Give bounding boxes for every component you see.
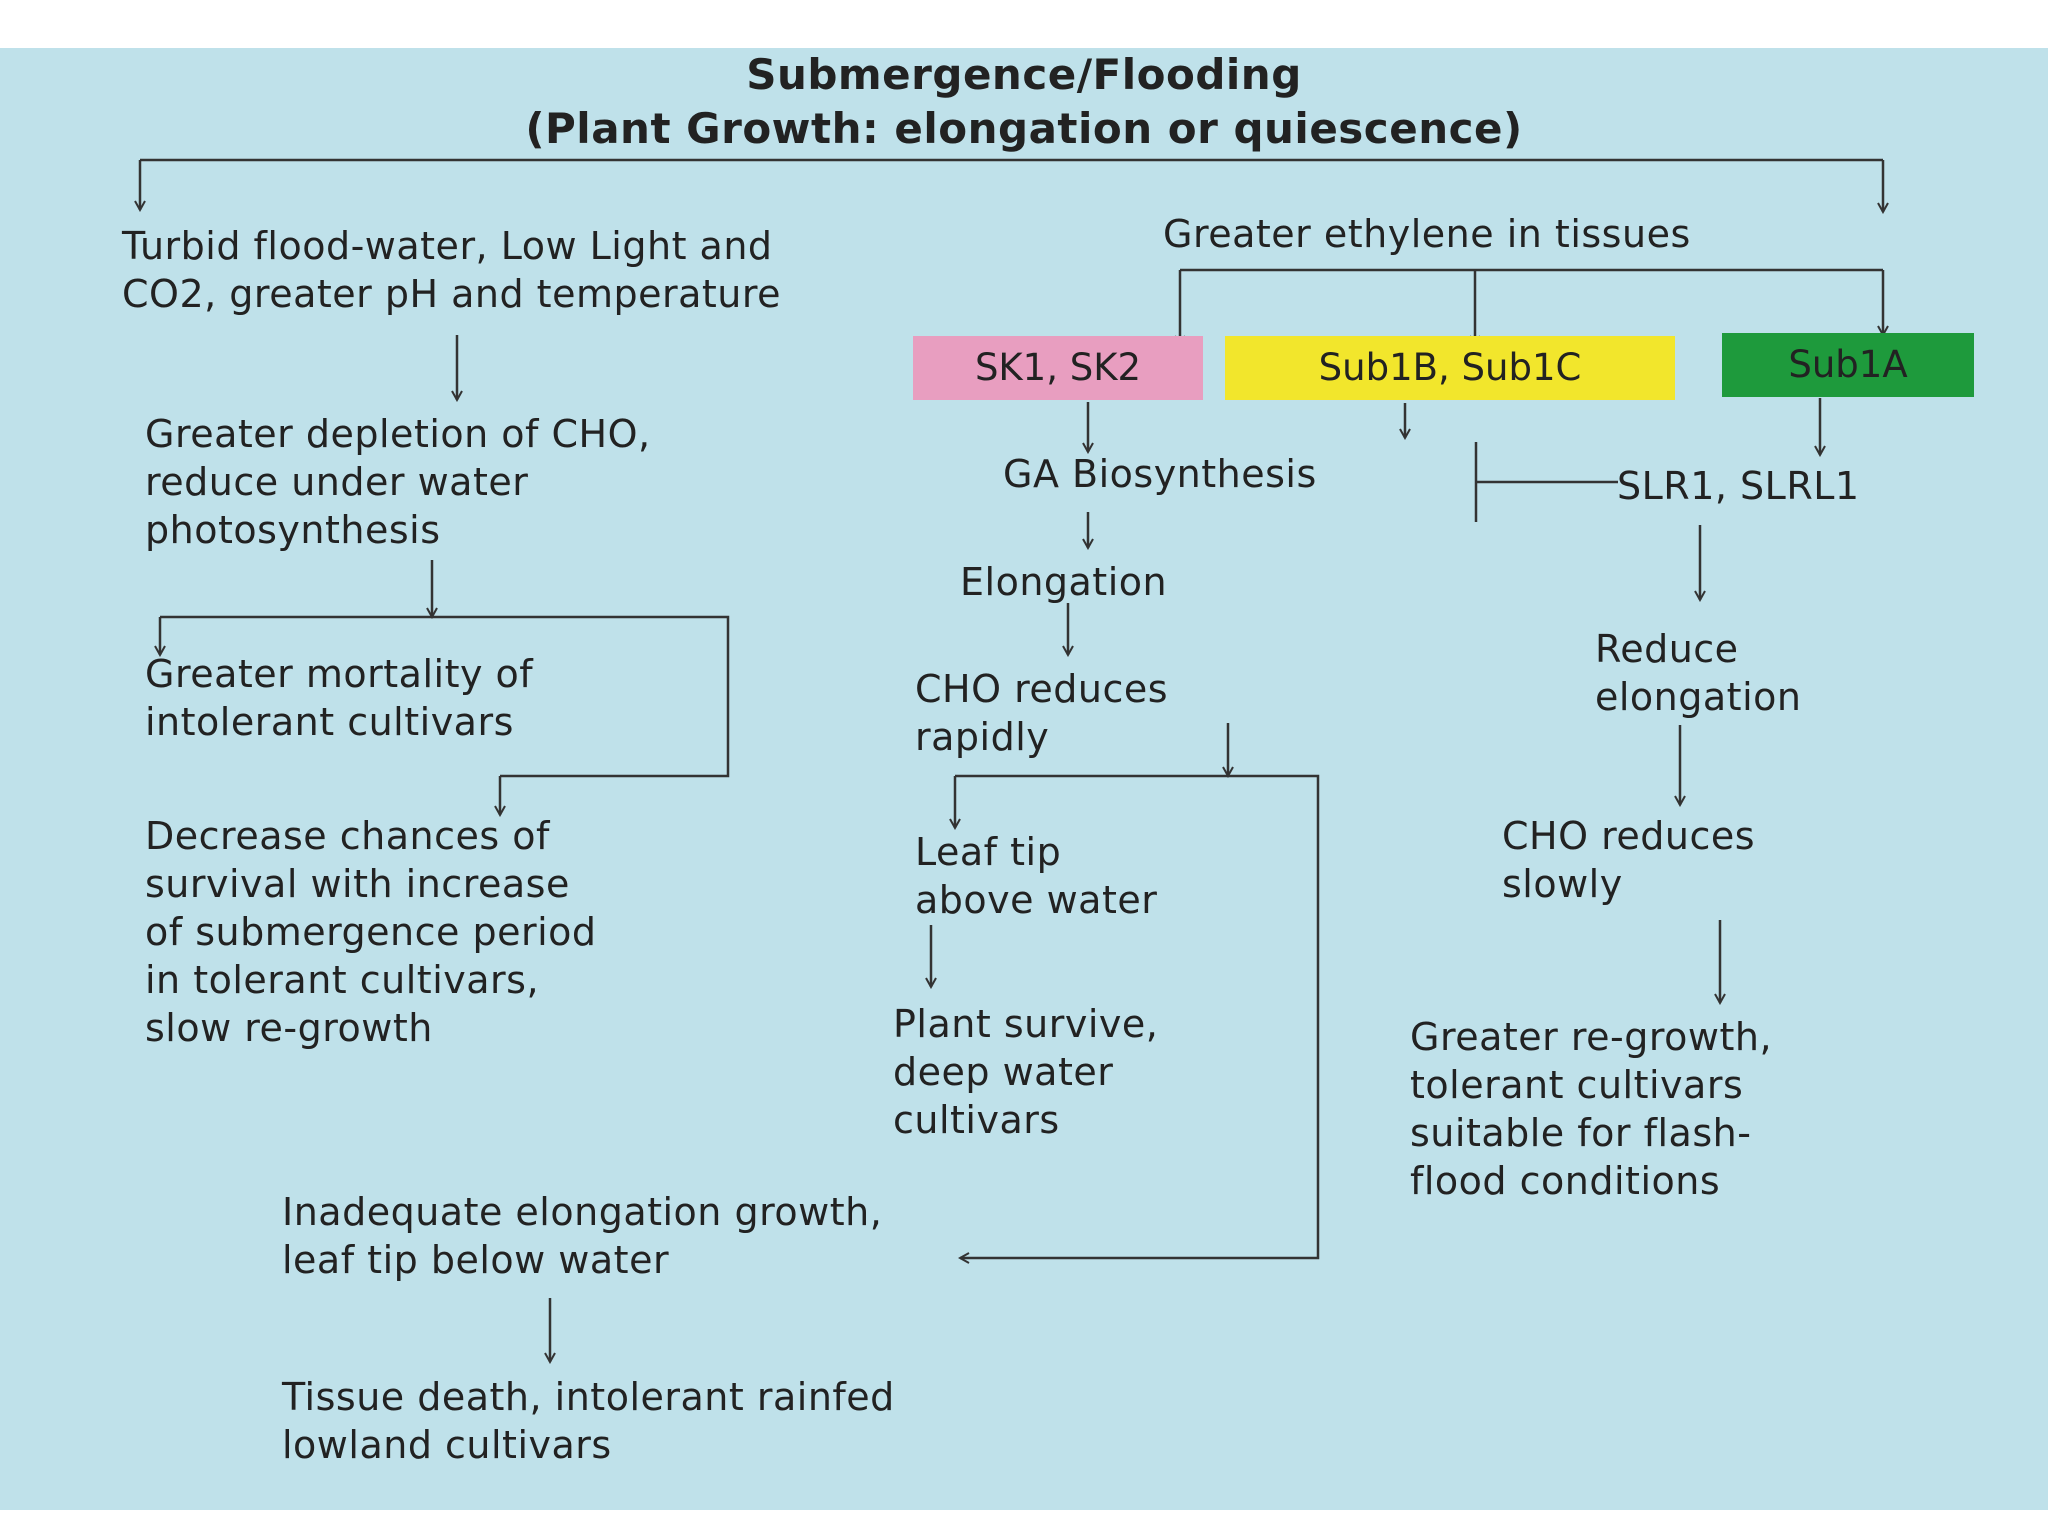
reduce-elongation-text: Reduce elongation	[1595, 627, 1802, 719]
title-line-1: Submergence/Flooding	[746, 50, 1302, 99]
elongation-text: Elongation	[960, 560, 1168, 604]
regrowth-text: Greater re-growth, tolerant cultivars su…	[1410, 1015, 1773, 1203]
sub1bc-gene-box: Sub1B, Sub1C	[1225, 336, 1675, 400]
ethylene-text: Greater ethylene in tissues	[1163, 212, 1691, 256]
cho-slow-text: CHO reduces slowly	[1502, 814, 1756, 906]
death-text: Tissue death, intolerant rainfed lowland…	[282, 1375, 895, 1467]
cho-rapid-text: CHO reduces rapidly	[915, 667, 1169, 759]
inadequate-text: Inadequate elongation growth, leaf tip b…	[282, 1190, 883, 1282]
conditions-text: Turbid flood-water, Low Light and CO2, g…	[122, 224, 782, 316]
ga-biosynthesis-text: GA Biosynthesis	[1003, 452, 1317, 496]
survive-text: Plant survive, deep water cultivars	[893, 1002, 1159, 1142]
sk-gene-box: SK1, SK2	[913, 336, 1203, 400]
mortality-text: Greater mortality of intolerant cultivar…	[145, 652, 534, 744]
title-line-2: (Plant Growth: elongation or quiescence)	[525, 104, 1523, 153]
slr-text: SLR1, SLRL1	[1617, 464, 1860, 508]
depletion-text: Greater depletion of CHO, reduce under w…	[145, 412, 651, 552]
decrease-text: Decrease chances of survival with increa…	[145, 814, 597, 1050]
sub1a-gene-box: Sub1A	[1722, 333, 1974, 397]
leaf-above-text: Leaf tip above water	[915, 830, 1158, 922]
